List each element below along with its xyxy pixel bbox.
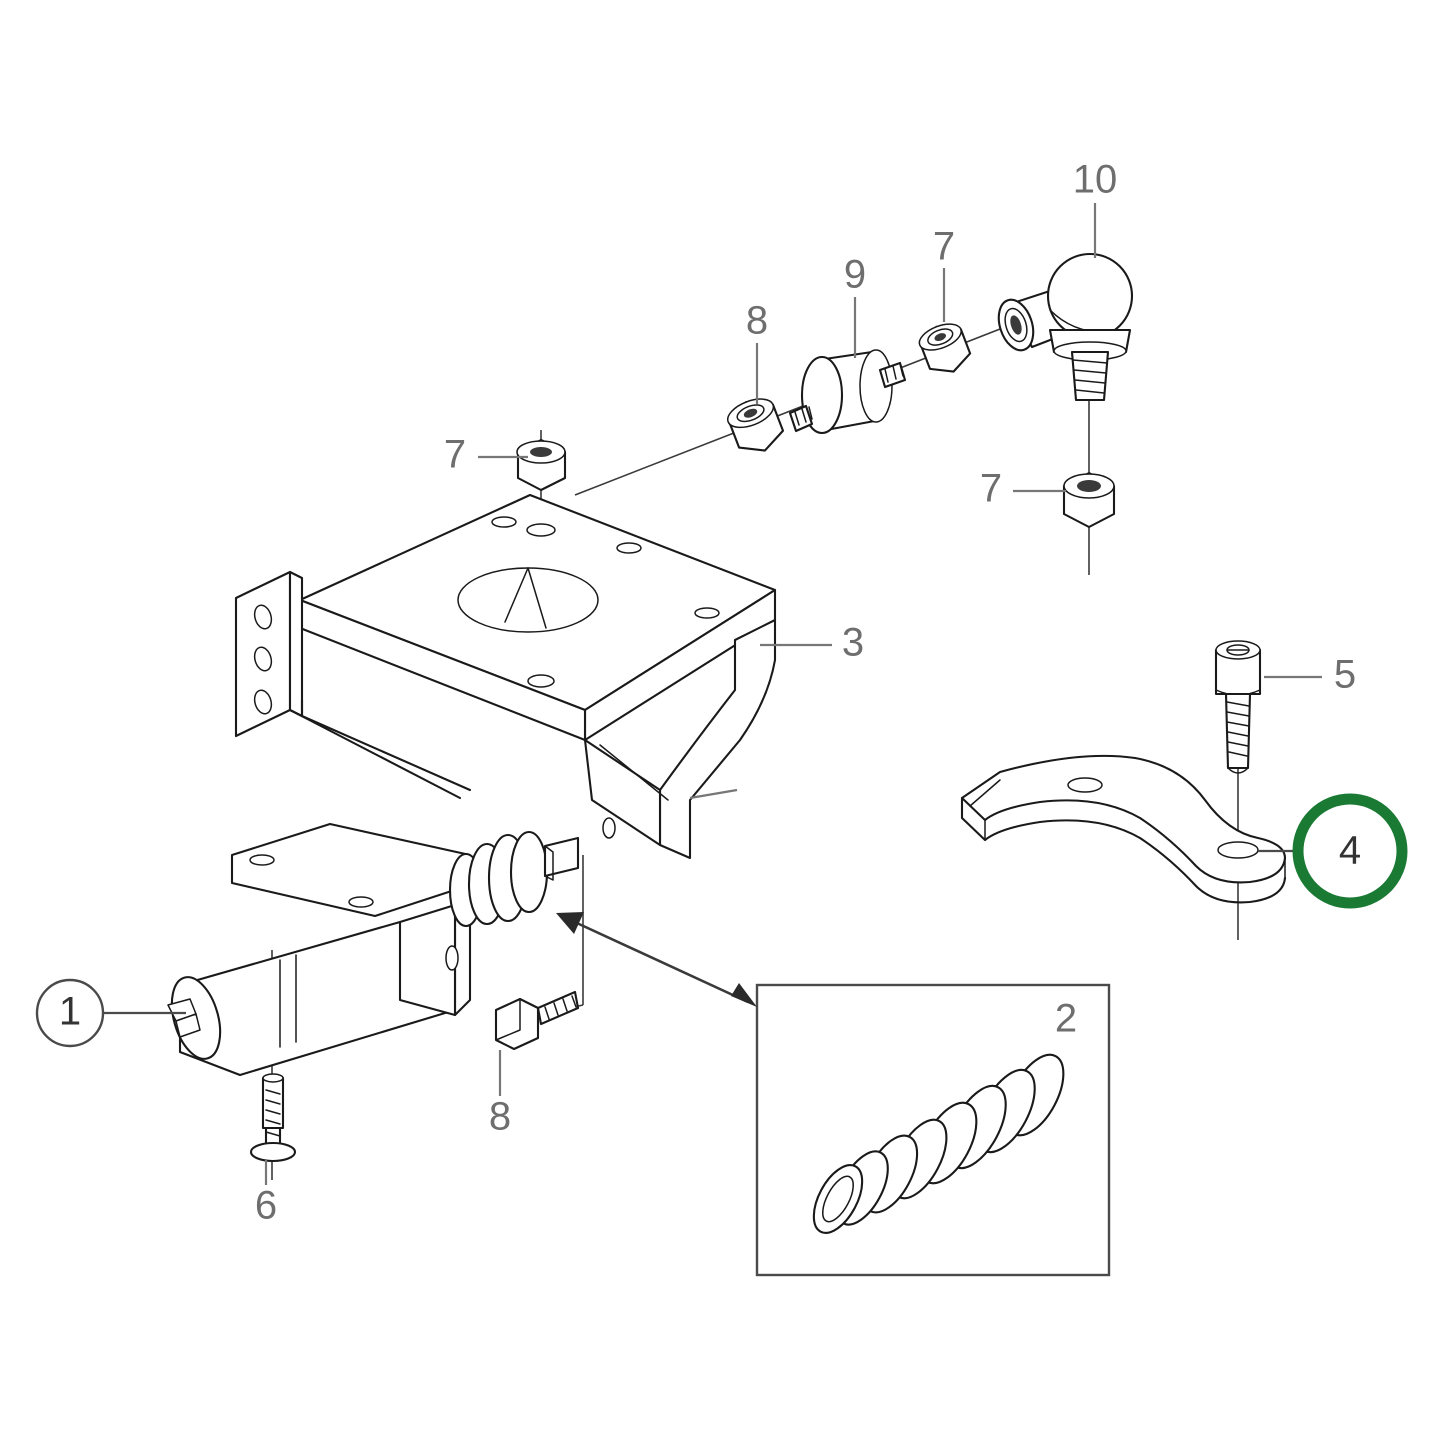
- bolt6-head-top: [262, 1073, 284, 1083]
- boot-opening: [822, 1175, 854, 1223]
- bracket-hole-3: [616, 542, 642, 554]
- callout-7a-label: 7: [444, 433, 466, 477]
- callout-1[interactable]: 1: [35, 978, 105, 1048]
- bracket-flange-hole-3: [253, 689, 273, 715]
- lever-arm-mid-hole: [1067, 777, 1103, 793]
- bolt6-flange-washer: [249, 1141, 297, 1163]
- actuator-flange-hole: [445, 945, 459, 971]
- part-6-flange-bolt: [249, 1073, 297, 1163]
- part-3-mounting-bracket: [234, 493, 777, 860]
- shaft-end-fitting-edge: [544, 845, 554, 881]
- part-4-lever-arm: [960, 754, 1287, 904]
- nut8u-bore: [743, 408, 758, 418]
- callout-leader-lines: [103, 203, 1322, 1185]
- detail-box-bellows: [755, 983, 1111, 1277]
- bolt5-tip: [1227, 767, 1249, 774]
- damper-stud-right-threads: [884, 363, 904, 383]
- bracket-hole-1: [526, 523, 556, 537]
- callout-1-label: 1: [59, 990, 81, 1034]
- bracket-back-web-edge: [288, 708, 462, 800]
- detail-box-frame: [755, 983, 1111, 1277]
- lever-arm-pivot-hole: [1217, 841, 1259, 859]
- callout-7c-label: 7: [980, 467, 1002, 511]
- actuator-right-flange-face: [398, 903, 457, 1017]
- callout-5-label: 5: [1334, 653, 1356, 697]
- bolt6-threads: [265, 1089, 281, 1137]
- part-7-lock-nut-middle: [918, 323, 972, 373]
- balljoint-ball-head: [1046, 252, 1134, 340]
- damper-left-face: [800, 355, 844, 435]
- balljoint-stud: [1070, 350, 1110, 402]
- part-1-actuator-cylinder: [167, 822, 580, 1077]
- callout-7b-label: 7: [933, 225, 955, 269]
- bellows-ring-4: [509, 830, 549, 914]
- bracket-flange-hole-2: [253, 646, 273, 672]
- bracket-leg-leader-stub: [689, 788, 738, 800]
- callout-6-label: 6: [255, 1184, 277, 1228]
- bracket-center-hole: [457, 567, 599, 633]
- detail-arrow-head-right: [731, 983, 757, 1007]
- callout-8a-label: 8: [746, 299, 768, 343]
- callout-10-label: 10: [1073, 158, 1118, 202]
- callout-8b-label: 8: [489, 1095, 511, 1139]
- callout-2-label: 2: [1055, 997, 1077, 1041]
- callout-4-label: 4: [1339, 829, 1361, 873]
- bracket-gusset-rib-line: [599, 744, 669, 801]
- actuator-plate-hole-2: [348, 896, 374, 908]
- lever-arm-thickness: [960, 796, 1287, 904]
- actuator-plate-hole-1: [249, 854, 275, 866]
- bracket-left-flange-edge: [288, 570, 304, 718]
- part-8-hex-nut-upper: [726, 398, 785, 452]
- highlight-ring-green: [1292, 793, 1408, 909]
- bolt8-lower-threads: [544, 995, 577, 1020]
- callout-9-label: 9: [844, 253, 866, 297]
- detail-arrow-shaft: [565, 916, 749, 1004]
- bracket-flange-hole-1: [253, 604, 273, 630]
- bracket-hole-4: [694, 607, 720, 619]
- bracket-leg-hole: [602, 817, 616, 839]
- balljoint-barrel-bore: [1010, 315, 1022, 335]
- bolt5-threads: [1226, 701, 1250, 757]
- part-8-hex-flange-bolt-lower: [494, 990, 580, 1051]
- lever-arm-blade-line: [969, 779, 1001, 807]
- detail-arrow-head-left: [556, 912, 584, 934]
- part-5-socket-head-bolt: [1214, 640, 1262, 774]
- lever-arm-top-face: [960, 754, 1287, 884]
- bracket-hole-5: [527, 674, 555, 688]
- actuator-connector-b: [175, 1013, 201, 1038]
- shaft-end-fitting: [543, 836, 580, 878]
- callout-1-ring: [35, 978, 105, 1048]
- part-7-lock-nut-lower: [1062, 471, 1116, 529]
- detail-connector-arrow: [556, 912, 757, 1007]
- nut7u-bore: [530, 447, 552, 457]
- bolt8-lower-head: [494, 997, 540, 1051]
- bracket-hole-2: [491, 516, 517, 528]
- part-9-rubber-damper: [788, 349, 907, 435]
- bellows-boot-drawing: [812, 1053, 1065, 1234]
- balljoint-stud-threads: [1072, 359, 1108, 394]
- callout-4-highlighted[interactable]: 4: [1292, 793, 1408, 909]
- callout-3-label: 3: [842, 621, 864, 665]
- bracket-center-hole-slot-a: [527, 567, 547, 629]
- assembly-axis-lines: [271, 321, 1239, 1180]
- part-7-lock-nut-upper: [516, 438, 567, 492]
- damper-stud-left-threads: [794, 406, 813, 426]
- actuator-shaft-bellows: [448, 830, 580, 928]
- nut7l-bore: [1077, 480, 1101, 492]
- bracket-center-hole-slot-b: [504, 567, 529, 623]
- bracket-back-web-lower: [300, 698, 472, 792]
- bracket-gusset-rib: [583, 738, 662, 847]
- bolt8-lower-head-edge: [495, 998, 521, 1041]
- part-10-ball-joint: [997, 252, 1134, 402]
- nut7m-bore: [934, 333, 947, 341]
